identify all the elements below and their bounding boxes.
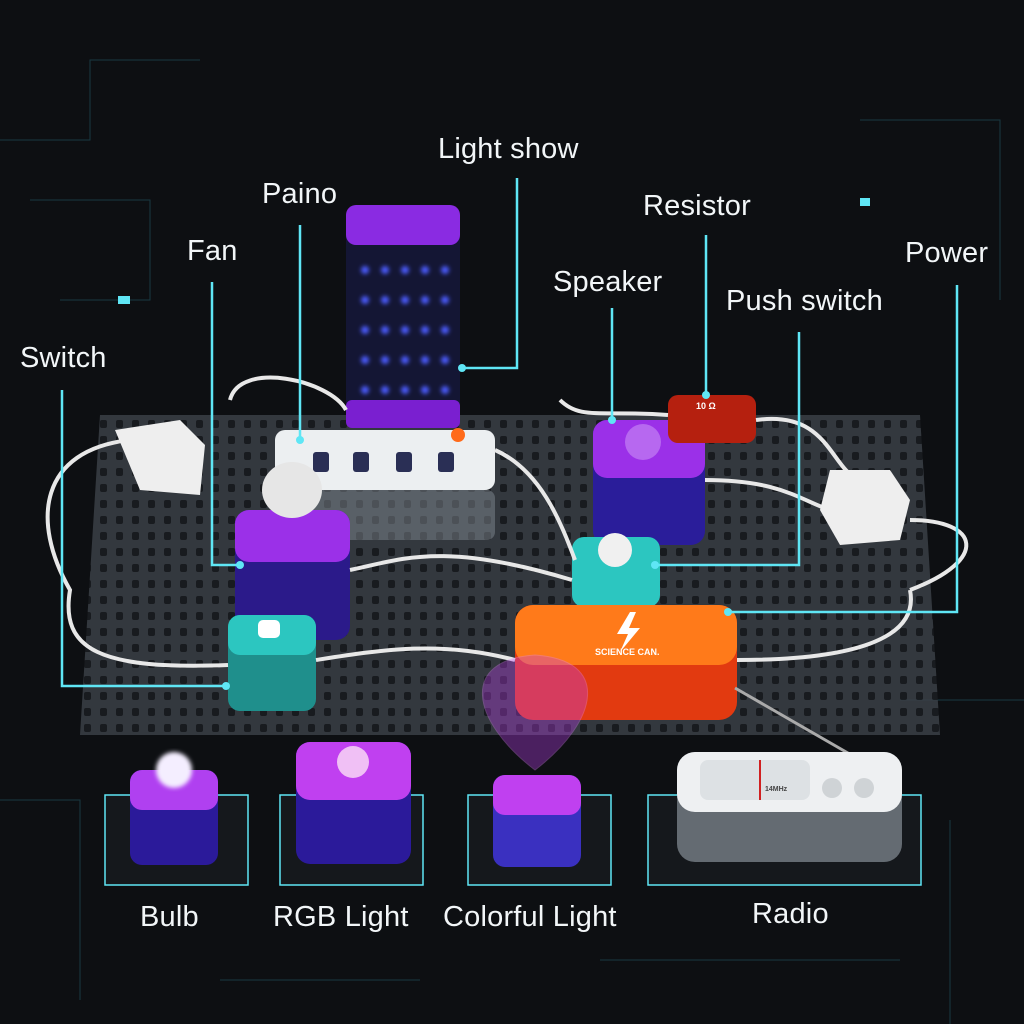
callout-push-switch: Push switch xyxy=(726,285,883,317)
callout-power: Power xyxy=(905,237,989,269)
resistor-value-text: 10 Ω xyxy=(696,401,716,411)
label-bulb: Bulb xyxy=(140,901,199,933)
callout-piano: Paino xyxy=(262,178,338,210)
power-brand-text: SCIENCE CAN. xyxy=(595,647,660,657)
callout-fan: Fan xyxy=(187,235,238,267)
callout-switch: Switch xyxy=(20,342,107,374)
push-switch-module xyxy=(572,537,660,607)
label-colorful-light: Colorful Light xyxy=(443,901,617,933)
radio-frequency-text: 14MHz xyxy=(765,786,788,793)
callout-lines xyxy=(60,178,959,688)
label-rgb-light: RGB Light xyxy=(273,901,409,933)
callout-resistor: Resistor xyxy=(643,190,751,222)
label-radio: Radio xyxy=(752,898,829,930)
callout-speaker: Speaker xyxy=(553,266,663,298)
resistor-module xyxy=(668,395,756,443)
circuit-background xyxy=(0,59,1024,1024)
colorful-light-acrylic xyxy=(481,654,589,771)
piano-module xyxy=(275,430,495,490)
light-show-module xyxy=(346,205,460,420)
callout-light-show: Light show xyxy=(438,133,579,165)
